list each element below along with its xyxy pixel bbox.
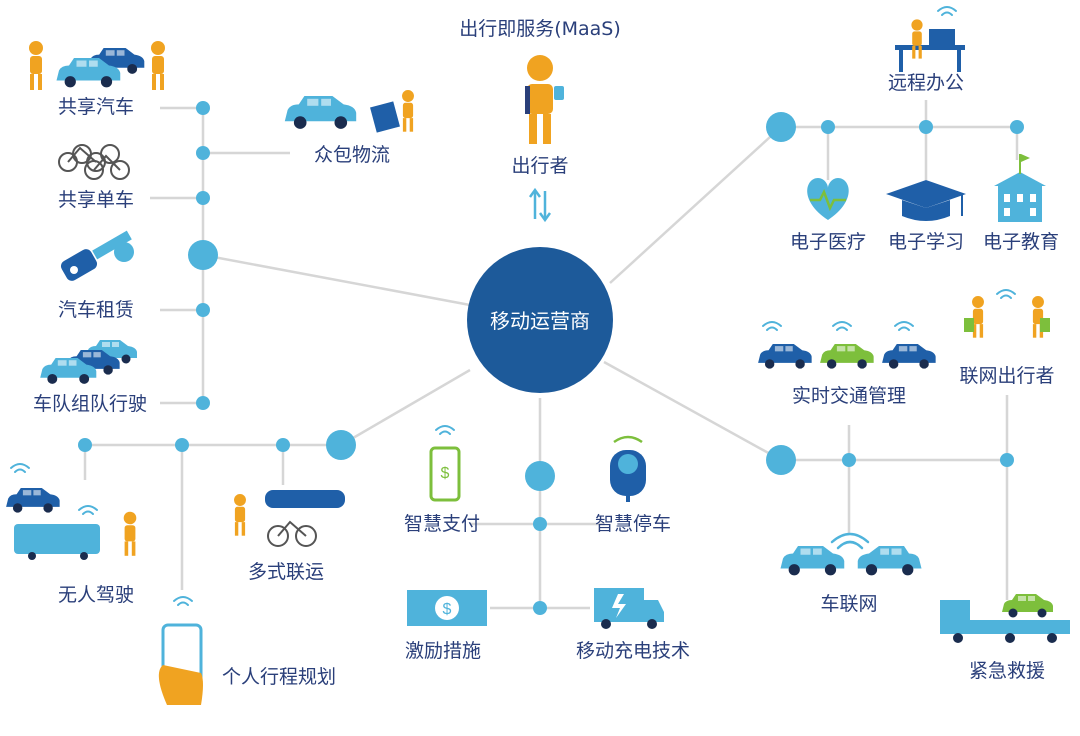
car-rental-label: 汽车租赁 bbox=[57, 299, 135, 321]
multimodal-label: 多式联运 bbox=[247, 561, 325, 583]
v2x-label: 车联网 bbox=[820, 593, 878, 615]
platooning-label: 车队组队行驶 bbox=[32, 393, 148, 415]
truck-icon bbox=[284, 90, 414, 133]
shared-car-label: 共享汽车 bbox=[57, 96, 135, 118]
parking-meter-icon bbox=[610, 435, 646, 502]
traveler-label: 出行者 bbox=[511, 155, 569, 177]
connected-travelers-icon bbox=[964, 289, 1050, 338]
hub-circle bbox=[467, 247, 613, 393]
shared-car-icon bbox=[29, 41, 165, 90]
bike-icon bbox=[58, 144, 130, 180]
connected-cars-icon bbox=[758, 321, 936, 369]
remote-work-label: 远程办公 bbox=[887, 72, 965, 94]
bus-icon bbox=[14, 524, 100, 554]
autonomous-label: 无人驾驶 bbox=[57, 584, 135, 606]
laptop-desk-icon bbox=[895, 6, 965, 72]
mobile-charging-label: 移动充电技术 bbox=[575, 640, 691, 662]
v2x-cars-icon bbox=[780, 532, 922, 576]
connected-traveler-label: 联网出行者 bbox=[959, 365, 1055, 387]
e-health-label: 电子医疗 bbox=[789, 231, 867, 253]
smartphone-icon bbox=[158, 596, 203, 705]
smart-parking-label: 智慧停车 bbox=[594, 513, 672, 535]
autonomous-vehicles-icon bbox=[6, 463, 137, 560]
charging-truck-icon bbox=[594, 588, 664, 629]
incentives-label: 激励措施 bbox=[404, 640, 482, 662]
crowd-logistics-label: 众包物流 bbox=[313, 144, 391, 166]
shared-bike-label: 共享单车 bbox=[57, 189, 135, 211]
graduation-cap-icon bbox=[886, 180, 966, 221]
dollar-bill-icon: $ bbox=[407, 590, 487, 626]
payment-phone-icon: $ bbox=[429, 425, 461, 502]
e-education-label: 电子教育 bbox=[982, 231, 1060, 253]
key-icon bbox=[60, 230, 134, 281]
multimodal-icon bbox=[234, 490, 345, 547]
heart-pulse-icon bbox=[807, 178, 849, 220]
realtime-traffic-label: 实时交通管理 bbox=[791, 385, 907, 407]
tow-truck-icon bbox=[940, 594, 1070, 643]
smart-payment-label: 智慧支付 bbox=[403, 513, 481, 535]
hub-label: 移动运营商 bbox=[490, 309, 590, 333]
svg-text:$: $ bbox=[443, 601, 452, 618]
svg-text:$: $ bbox=[441, 465, 450, 482]
trip-planning-label: 个人行程规划 bbox=[222, 666, 337, 688]
person-phone-icon bbox=[525, 55, 564, 144]
platoon-car-icon bbox=[40, 340, 137, 384]
e-learning-label: 电子学习 bbox=[887, 231, 965, 253]
double-arrow-icon bbox=[528, 187, 552, 223]
maas-title: 出行即服务(MaaS) bbox=[459, 18, 621, 40]
school-building-icon bbox=[994, 154, 1046, 222]
emergency-rescue-label: 紧急救援 bbox=[968, 660, 1046, 682]
nodes bbox=[78, 101, 1024, 615]
